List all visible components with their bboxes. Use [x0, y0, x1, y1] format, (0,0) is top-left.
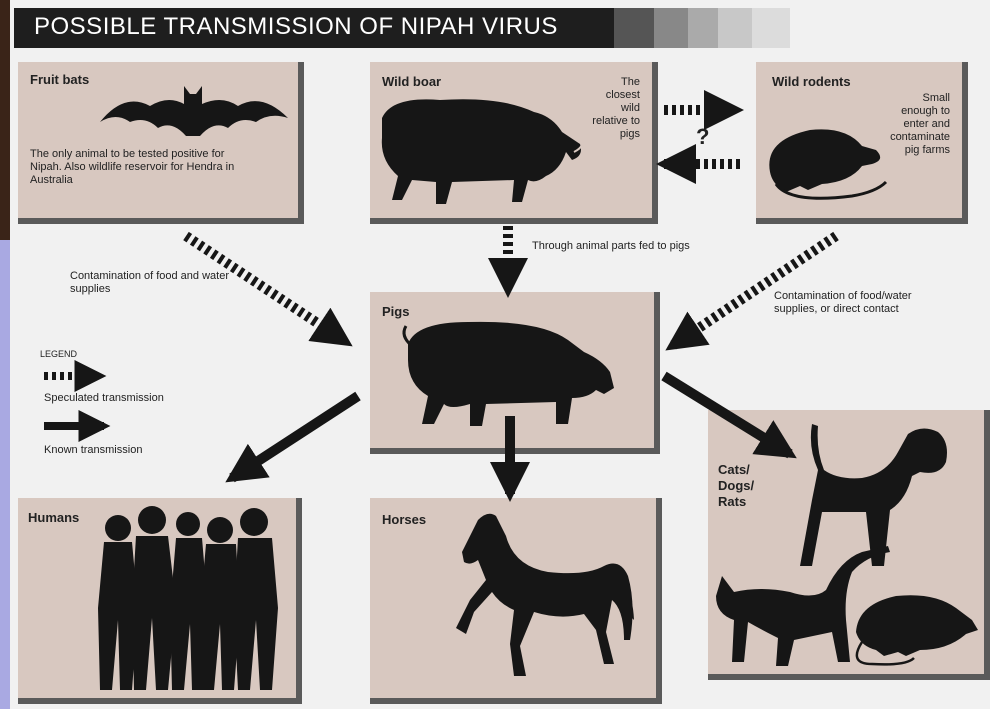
arrow-pigs-to-cats-dogs-rats [664, 376, 790, 454]
rat-icon [769, 129, 886, 198]
arrow-rodents-to-pigs [672, 236, 836, 346]
arrow-pigs-to-humans [232, 396, 358, 478]
bat-icon [100, 86, 288, 136]
pig-icon [404, 322, 614, 426]
dog-icon [800, 424, 947, 566]
boar-icon [382, 99, 583, 204]
rat-icon-bottom [856, 595, 978, 664]
people-icon [98, 506, 278, 690]
horse-icon [456, 514, 634, 676]
arrow-bats-to-pigs [186, 236, 346, 342]
